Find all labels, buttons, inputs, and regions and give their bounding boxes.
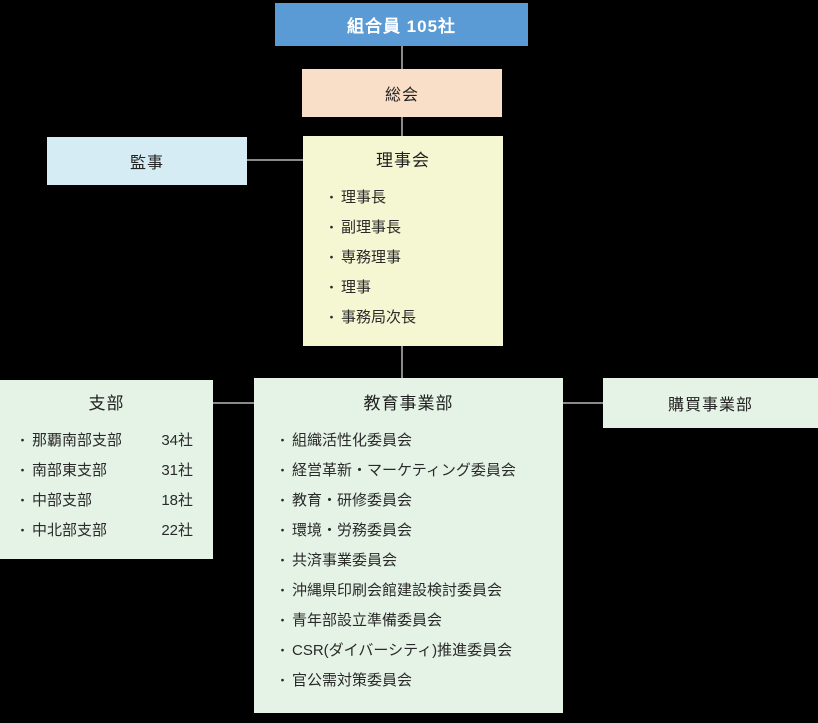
board-item: ・ 理事 <box>303 273 503 303</box>
committee-label: 官公需対策委員会 <box>292 672 413 689</box>
branch-name: 南部東支部 <box>32 462 108 479</box>
bullet-icon: ・ <box>16 523 30 538</box>
connector-branches-education <box>213 402 254 404</box>
committee-item: ・ 官公需対策委員会 <box>254 666 563 696</box>
branch-count: 31社 <box>161 462 193 479</box>
committee-label: 経営革新・マーケティング委員会 <box>292 462 516 479</box>
board-item-label: 理事 <box>341 279 372 296</box>
bullet-icon: ・ <box>325 250 339 265</box>
board-item: ・ 副理事長 <box>303 213 503 243</box>
education-division-title: 教育事業部 <box>363 394 454 413</box>
branch-name: 中部支部 <box>32 492 93 509</box>
branch-count: 34社 <box>161 432 193 449</box>
committee-item: ・ 経営革新・マーケティング委員会 <box>254 456 563 486</box>
committee-item: ・ 沖縄県印刷会館建設検討委員会 <box>254 576 563 606</box>
bullet-icon: ・ <box>276 523 290 538</box>
bullet-icon: ・ <box>16 463 30 478</box>
committee-label: 教育・研修委員会 <box>292 492 413 509</box>
committee-label: CSR(ダイバーシティ)推進委員会 <box>292 642 513 659</box>
board-box: 理事会 ・ 理事長 ・ 副理事長 ・ 専務理事 ・ 理事 ・ 事務局次長 <box>303 136 503 346</box>
branch-row: ・ 南部東支部 31社 <box>0 456 213 486</box>
members-box: 組合員 105社 <box>275 3 528 46</box>
branch-count: 22社 <box>161 522 193 539</box>
committee-item: ・ CSR(ダイバーシティ)推進委員会 <box>254 636 563 666</box>
bullet-icon: ・ <box>16 433 30 448</box>
bullet-icon: ・ <box>276 433 290 448</box>
education-division-box: 教育事業部 ・ 組織活性化委員会 ・ 経営革新・マーケティング委員会 ・ 教育・… <box>254 378 563 713</box>
board-item-label: 専務理事 <box>341 249 402 266</box>
committee-item: ・ 環境・労務委員会 <box>254 516 563 546</box>
members-label: 組合員 105社 <box>346 17 457 36</box>
committee-label: 共済事業委員会 <box>292 552 398 569</box>
board-item-label: 事務局次長 <box>341 309 417 326</box>
committee-label: 青年部設立準備委員会 <box>292 612 443 629</box>
branch-name: 中北部支部 <box>32 522 108 539</box>
board-item-label: 理事長 <box>341 189 387 206</box>
branches-title: 支部 <box>88 394 125 413</box>
branch-row: ・ 中部支部 18社 <box>0 486 213 516</box>
general-assembly-label: 総会 <box>384 87 419 104</box>
committee-item: ・ 組織活性化委員会 <box>254 426 563 456</box>
bullet-icon: ・ <box>325 190 339 205</box>
connector-education-purchasing <box>563 402 603 404</box>
bullet-icon: ・ <box>276 553 290 568</box>
committee-label: 組織活性化委員会 <box>292 432 413 449</box>
bullet-icon: ・ <box>276 493 290 508</box>
bullet-icon: ・ <box>276 613 290 628</box>
bullet-icon: ・ <box>325 310 339 325</box>
connector-members-assembly <box>401 46 403 69</box>
committee-label: 環境・労務委員会 <box>292 522 413 539</box>
board-item: ・ 理事長 <box>303 183 503 213</box>
board-item-label: 副理事長 <box>341 219 402 236</box>
board-item: ・ 事務局次長 <box>303 303 503 333</box>
connector-board-education <box>401 346 403 378</box>
committee-item: ・ 青年部設立準備委員会 <box>254 606 563 636</box>
board-title: 理事会 <box>376 151 430 170</box>
bullet-icon: ・ <box>16 493 30 508</box>
auditors-label: 監事 <box>129 155 164 172</box>
connector-assembly-board <box>401 117 403 136</box>
branch-row: ・ 中北部支部 22社 <box>0 516 213 546</box>
branches-list: ・ 那覇南部支部 34社 ・ 南部東支部 31社 ・ 中部支部 18社 ・ 中北… <box>0 426 213 546</box>
bullet-icon: ・ <box>276 643 290 658</box>
purchasing-division-box: 購買事業部 <box>603 378 818 428</box>
bullet-icon: ・ <box>325 280 339 295</box>
board-item: ・ 専務理事 <box>303 243 503 273</box>
auditors-box: 監事 <box>47 137 247 185</box>
branch-count: 18社 <box>161 492 193 509</box>
board-list: ・ 理事長 ・ 副理事長 ・ 専務理事 ・ 理事 ・ 事務局次長 <box>303 183 503 333</box>
branch-name: 那覇南部支部 <box>32 432 123 449</box>
branches-box: 支部 ・ 那覇南部支部 34社 ・ 南部東支部 31社 ・ 中部支部 18社 ・… <box>0 380 213 559</box>
committee-label: 沖縄県印刷会館建設検討委員会 <box>292 582 503 599</box>
purchasing-division-label: 購買事業部 <box>667 397 753 414</box>
bullet-icon: ・ <box>276 463 290 478</box>
committee-item: ・ 教育・研修委員会 <box>254 486 563 516</box>
bullet-icon: ・ <box>325 220 339 235</box>
committee-item: ・ 共済事業委員会 <box>254 546 563 576</box>
connector-auditors-board <box>247 159 303 161</box>
branch-row: ・ 那覇南部支部 34社 <box>0 426 213 456</box>
education-committee-list: ・ 組織活性化委員会 ・ 経営革新・マーケティング委員会 ・ 教育・研修委員会 … <box>254 426 563 696</box>
general-assembly-box: 総会 <box>302 69 502 117</box>
bullet-icon: ・ <box>276 583 290 598</box>
bullet-icon: ・ <box>276 673 290 688</box>
